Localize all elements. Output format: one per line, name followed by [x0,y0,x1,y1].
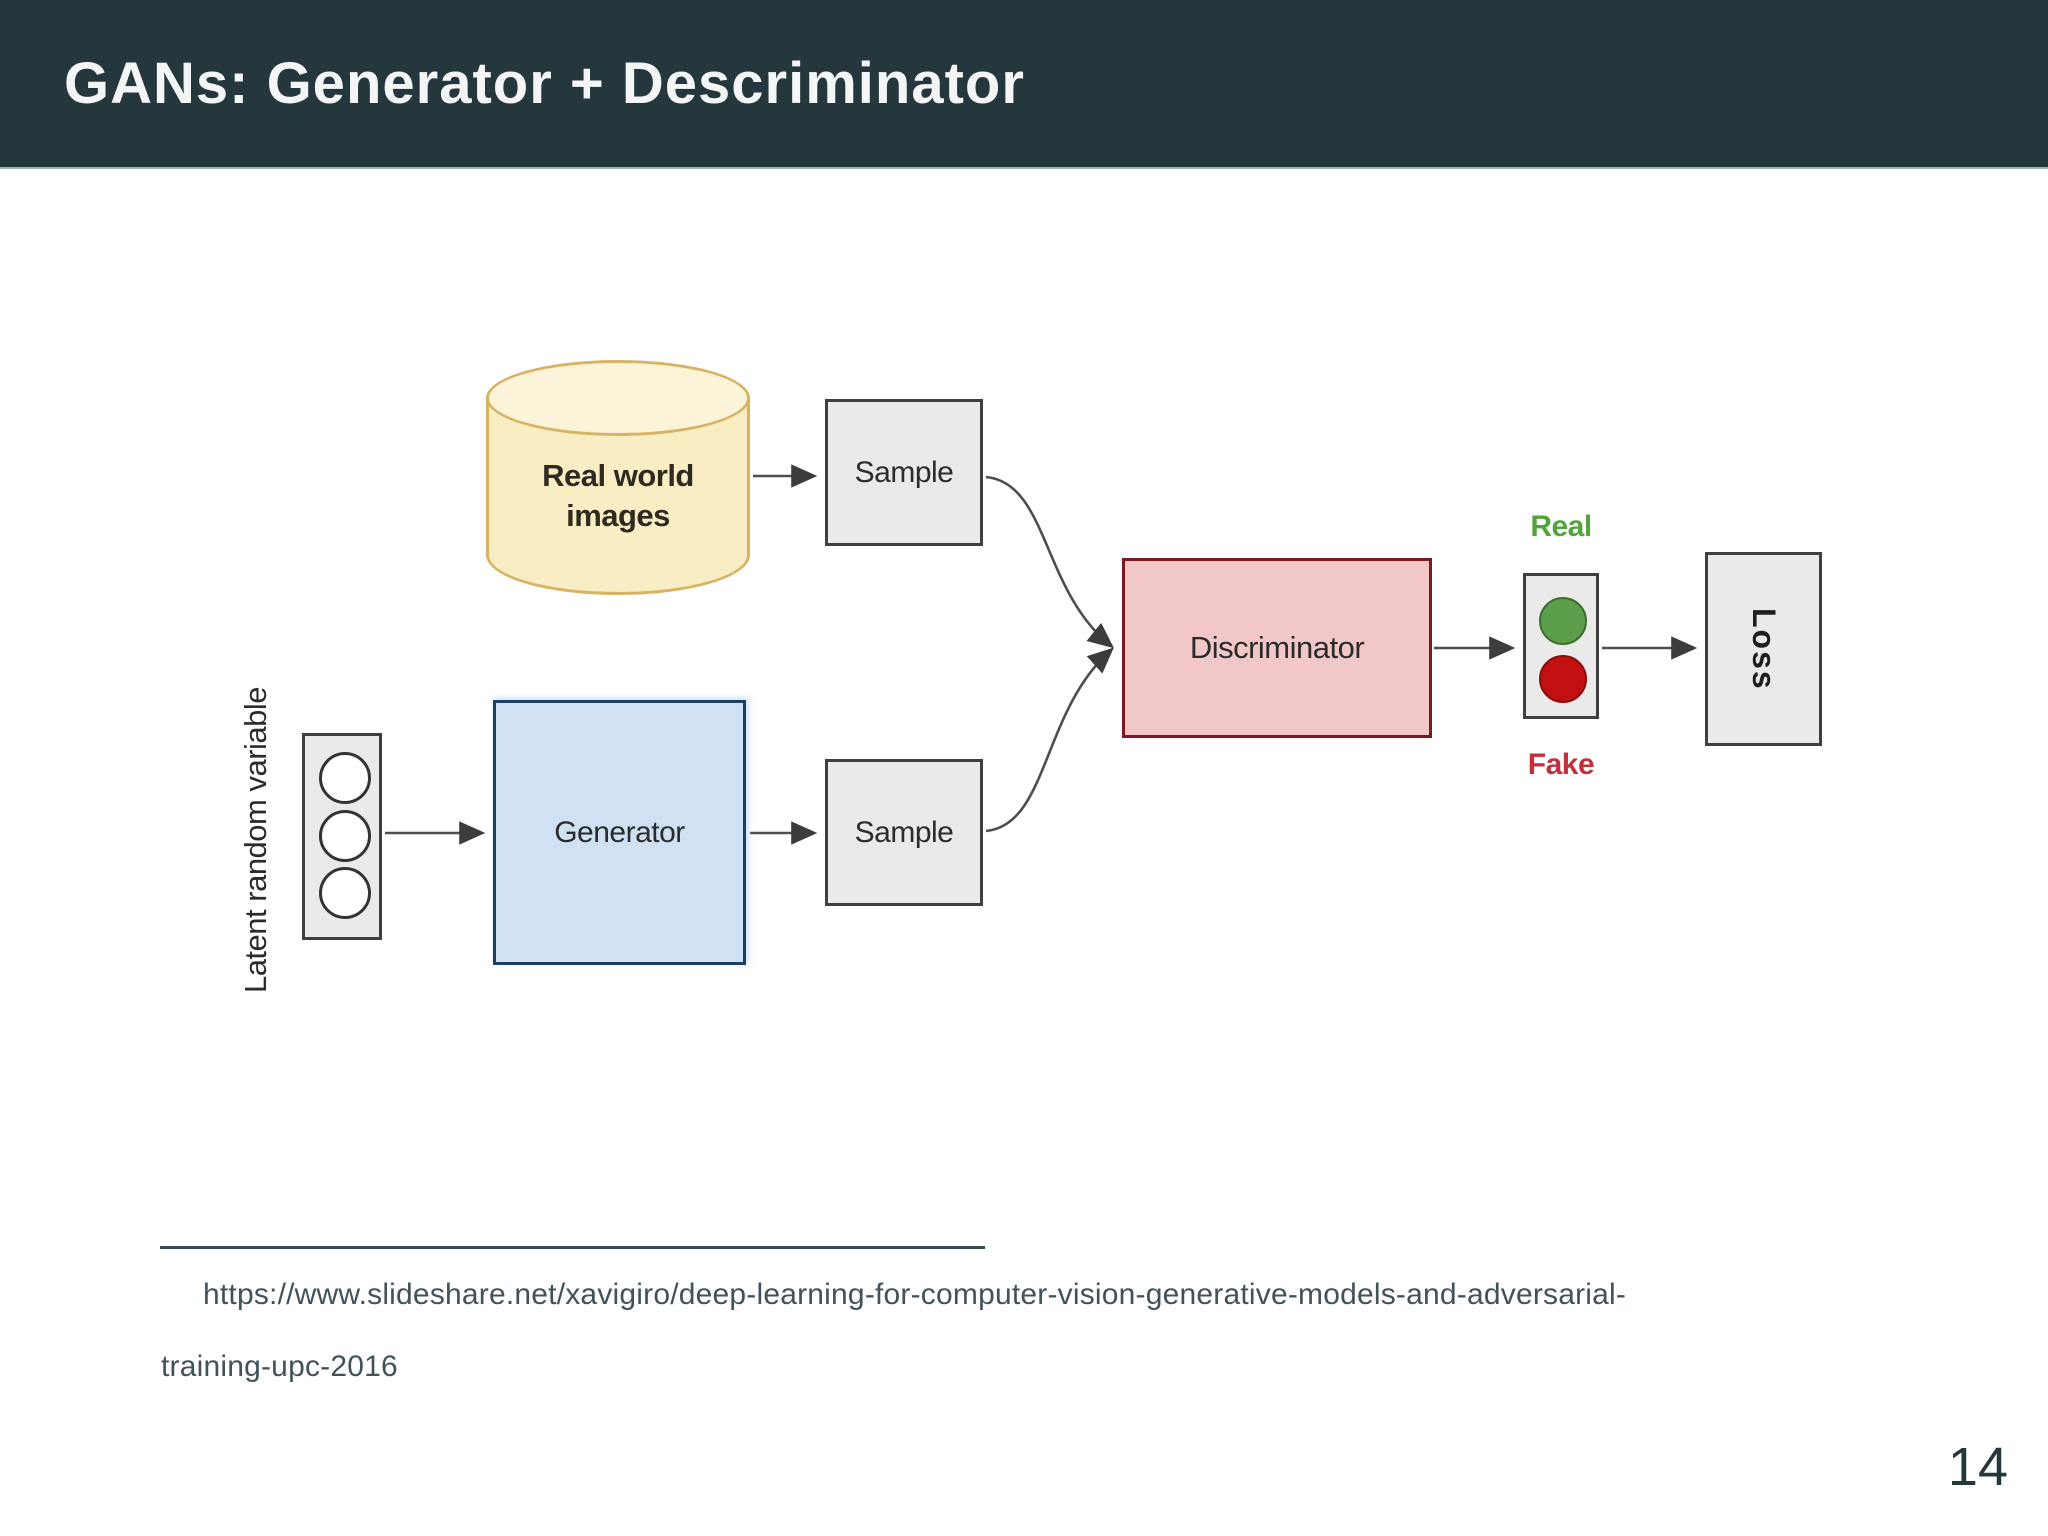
latent-node-circle [319,810,371,862]
real-indicator-light [1539,597,1587,645]
citation-url-line1: https://www.slideshare.net/xavigiro/deep… [203,1278,1627,1311]
sample-box-real: Sample [825,399,983,546]
page-number: 14 [1947,1437,2008,1497]
real-fake-indicator [1523,573,1599,719]
loss-label: Loss [1746,607,1782,691]
title-bar: GANs: Generator + Descriminator [0,0,2048,169]
arrow-sample-top-to-discriminator [985,475,1115,649]
latent-node-circle [319,867,371,919]
fake-output-label: Fake [1527,748,1595,781]
generator-box: Generator [493,700,746,965]
slide-title: GANs: Generator + Descriminator [64,51,1025,116]
discriminator-box: Discriminator [1122,558,1432,738]
real-world-images-label: Real world images [542,458,694,534]
latent-node-circle [319,752,371,804]
sample-box-generated: Sample [825,759,983,906]
sample-label: Sample [854,815,954,849]
real-world-images-database: Real world images [486,360,750,596]
cylinder-top-ellipse [486,360,750,436]
real-output-label: Real [1530,510,1592,543]
latent-random-variable-label: Latent random variable [238,686,273,994]
generator-label: Generator [554,815,685,849]
loss-box: Loss [1705,552,1822,746]
latent-vector-box [302,733,382,940]
fake-indicator-light [1539,655,1587,703]
footnote-divider [160,1246,985,1249]
arrow-sample-bottom-to-discriminator [985,647,1114,833]
discriminator-label: Discriminator [1189,630,1365,665]
citation-url-line2: training-upc-2016 [161,1350,398,1383]
sample-label: Sample [854,455,954,489]
